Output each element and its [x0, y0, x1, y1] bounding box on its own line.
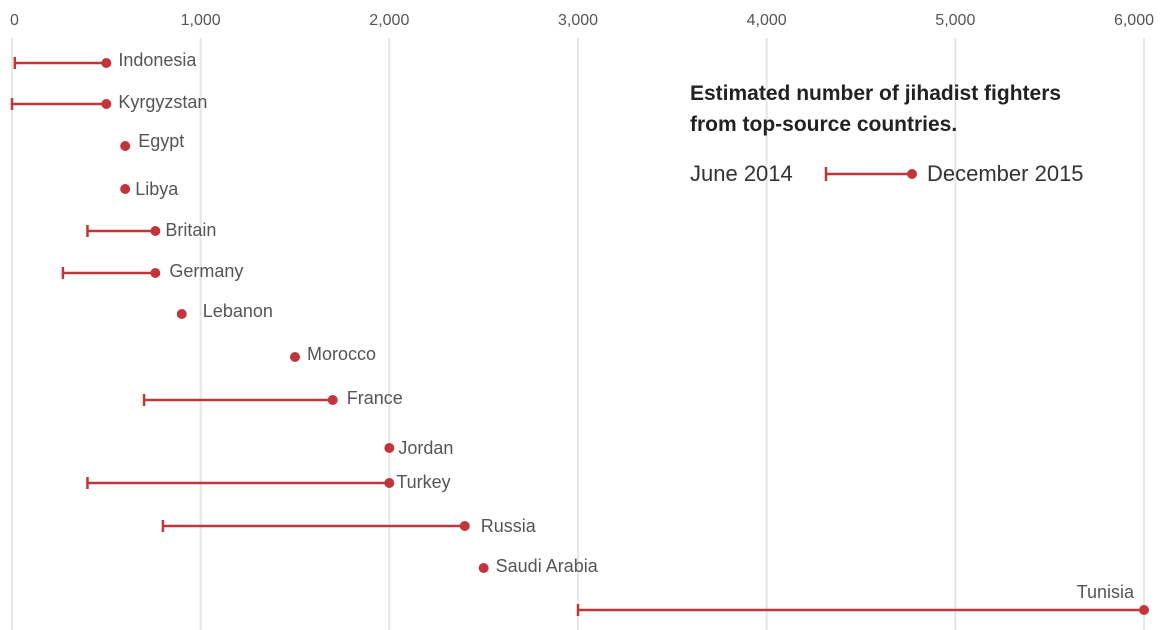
- end-dot: [120, 184, 131, 194]
- end-dot: [150, 268, 161, 278]
- country-label: Kyrgyzstan: [118, 92, 207, 112]
- legend-end-label: December 2015: [927, 161, 1084, 186]
- chart-title-line-1: Estimated number of jihadist fighters: [690, 82, 1061, 105]
- country-label: Jordan: [398, 438, 453, 458]
- row-morocco: Morocco: [290, 344, 376, 364]
- country-label: Lebanon: [203, 301, 273, 321]
- x-tick-label: 5,000: [935, 12, 975, 29]
- end-dot: [150, 226, 161, 236]
- x-tick-label: 3,000: [558, 12, 598, 29]
- row-indonesia: Indonesia: [13, 50, 197, 70]
- row-france: France: [142, 388, 403, 408]
- end-dot: [101, 99, 112, 109]
- x-tick-label: 6,000: [1114, 12, 1154, 29]
- x-tick-label: 4,000: [747, 12, 787, 29]
- country-label: Saudi Arabia: [496, 556, 599, 576]
- end-dot: [478, 563, 489, 573]
- country-label: France: [347, 388, 403, 408]
- country-label: Libya: [135, 179, 179, 199]
- x-tick-label: 1,000: [181, 12, 221, 29]
- country-label: Morocco: [307, 344, 376, 364]
- country-label: Russia: [481, 516, 537, 536]
- grid-lines: [11, 38, 1145, 630]
- x-tick-label: 2,000: [369, 12, 409, 29]
- row-egypt: Egypt: [120, 131, 184, 151]
- row-jordan: Jordan: [384, 438, 453, 458]
- country-label: Germany: [169, 261, 243, 281]
- row-germany: Germany: [61, 261, 243, 281]
- end-dot: [120, 141, 131, 151]
- country-label: Turkey: [396, 472, 450, 492]
- row-lebanon: Lebanon: [176, 301, 273, 321]
- row-tunisia: Tunisia: [576, 582, 1149, 616]
- data-rows: IndonesiaKyrgyzstanEgyptLibyaBritainGerm…: [10, 50, 1149, 616]
- end-dot: [101, 58, 112, 68]
- country-label: Indonesia: [118, 50, 197, 70]
- end-dot: [290, 352, 300, 362]
- country-label: Britain: [165, 220, 216, 240]
- end-dot: [1139, 605, 1149, 615]
- country-label: Tunisia: [1077, 582, 1135, 602]
- legend-start-label: June 2014: [690, 161, 793, 186]
- chart-title-line-2: from top-source countries.: [690, 113, 957, 136]
- end-dot: [384, 478, 395, 488]
- row-turkey: Turkey: [86, 472, 451, 492]
- row-russia: Russia: [161, 516, 537, 536]
- row-libya: Libya: [120, 179, 179, 199]
- legend: Estimated number of jihadist fighters fr…: [690, 82, 1084, 186]
- row-saudi-arabia: Saudi Arabia: [478, 556, 599, 576]
- x-tick-label: 0: [10, 12, 19, 29]
- row-britain: Britain: [86, 220, 216, 240]
- country-label: Egypt: [138, 131, 184, 151]
- row-kyrgyzstan: Kyrgyzstan: [10, 92, 207, 112]
- end-dot: [176, 309, 187, 319]
- end-dot: [384, 443, 395, 453]
- legend-end-dot: [907, 169, 917, 179]
- end-dot: [327, 395, 338, 405]
- end-dot: [459, 521, 470, 531]
- x-axis: 0 1,000 2,000 3,000 4,000 5,000 6,000: [10, 12, 1154, 29]
